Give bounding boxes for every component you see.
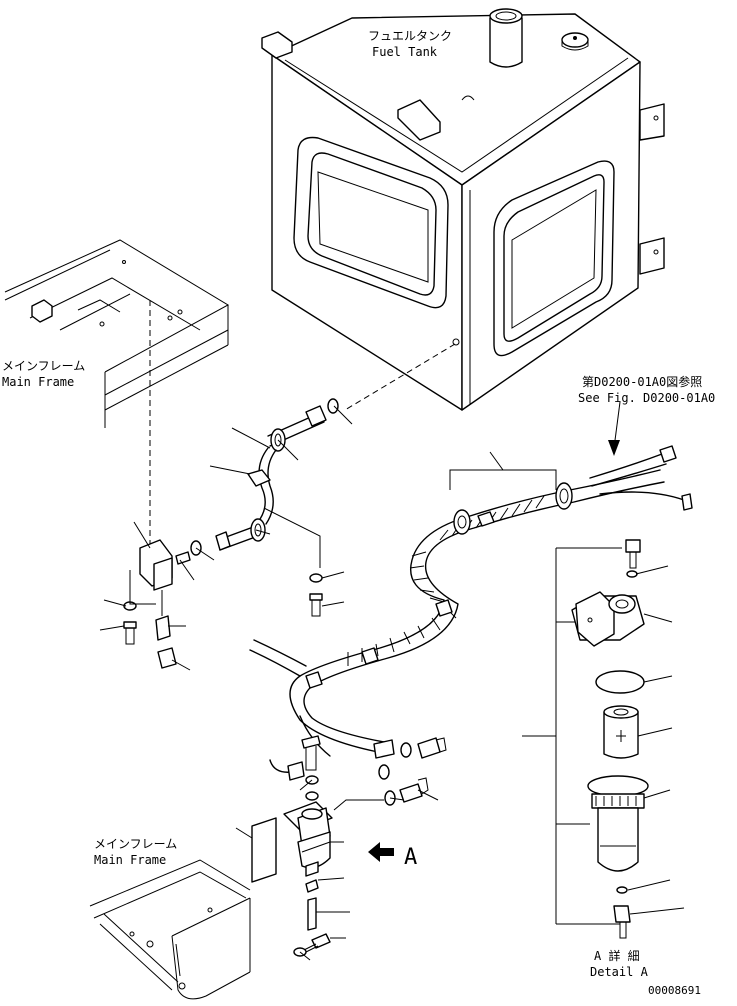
detail-a — [522, 539, 649, 939]
fuel-hose-harness — [249, 445, 693, 759]
detail-a-label-ja: A 詳 細 — [594, 948, 640, 963]
fuel-pipe-assembly — [123, 398, 339, 669]
main-frame-bottom-label-ja: メインフレーム — [94, 837, 177, 851]
main-frame-top-label-ja: メインフレーム — [2, 359, 85, 373]
main-frame-top-label-en: Main Frame — [2, 375, 74, 389]
fuel-tank — [261, 8, 665, 411]
view-direction-arrow — [368, 842, 394, 862]
detail-a-label-en: Detail A — [590, 965, 649, 979]
main-frame-top — [4, 239, 230, 428]
tank-cap — [561, 32, 589, 51]
view-arrow-label: A — [404, 845, 417, 870]
main-frame-bottom-label-en: Main Frame — [94, 853, 166, 867]
main-frame-bottom — [89, 859, 251, 1000]
see-fig-label-en: See Fig. D0200-01A0 — [578, 391, 715, 405]
drawing-number: 00008691 — [648, 984, 701, 997]
water-separator-assembly — [251, 735, 429, 957]
fuel-tank-label-ja: フュエルタンク — [368, 29, 452, 43]
fuel-tank-label-en: Fuel Tank — [372, 45, 438, 59]
see-fig-label-ja: 第D0200-01A0図参照 — [582, 374, 702, 389]
filler-neck — [489, 8, 523, 68]
